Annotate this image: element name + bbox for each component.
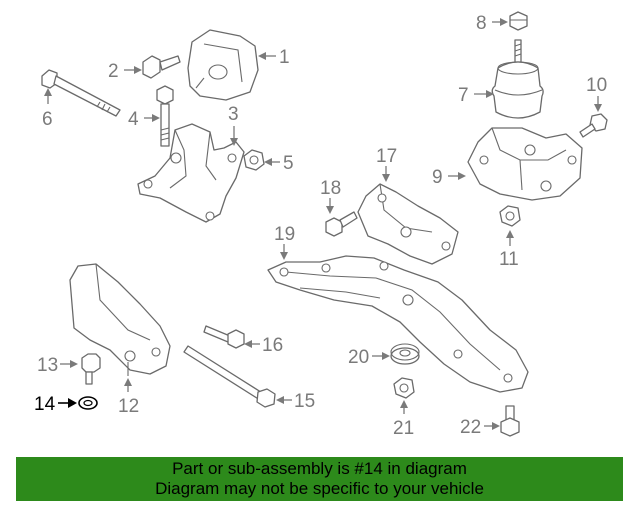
- part-21-nut[interactable]: [393, 377, 415, 399]
- part-2-bolt[interactable]: [142, 55, 181, 79]
- part-8-nut[interactable]: [509, 11, 528, 31]
- callout-14-label: 14: [34, 394, 56, 415]
- part-19-crossmember[interactable]: [267, 255, 529, 393]
- callout-18-label: 18: [320, 178, 341, 199]
- callout-11: 11: [499, 230, 519, 270]
- callout-8-label: 8: [476, 13, 487, 34]
- callout-14: 14: [34, 394, 77, 415]
- callout-13: 13: [37, 355, 78, 376]
- callout-10: 10: [586, 75, 607, 112]
- banner-line-2: Diagram may not be specific to your vehi…: [155, 479, 484, 498]
- part-17-bracket[interactable]: [357, 183, 459, 265]
- callout-21: 21: [393, 400, 414, 439]
- callout-16-label: 16: [262, 335, 283, 356]
- part-16-bolt[interactable]: [203, 325, 245, 349]
- callout-6-label: 6: [42, 109, 53, 130]
- callout-18: 18: [320, 178, 341, 214]
- part-15-long-bolt[interactable]: [183, 345, 276, 408]
- part-10-bolt[interactable]: [579, 113, 608, 138]
- callout-12: 12: [118, 378, 139, 417]
- callout-19: 19: [274, 224, 295, 260]
- callout-16: 16: [244, 335, 283, 356]
- part-3-bracket[interactable]: [137, 123, 245, 223]
- callout-1: 1: [258, 47, 290, 68]
- callout-1-label: 1: [279, 47, 290, 68]
- part-7-hydraulic-mount[interactable]: [491, 39, 544, 119]
- callout-11-label: 11: [499, 249, 519, 270]
- part-6-long-bolt[interactable]: [41, 69, 121, 117]
- part-12-lower-bracket[interactable]: [69, 263, 171, 376]
- callout-15-label: 15: [294, 391, 315, 412]
- part-14-washer[interactable]: [78, 396, 98, 410]
- part-13-stud-mount[interactable]: [81, 353, 101, 385]
- part-18-bolt[interactable]: [325, 211, 358, 237]
- part-11-nut[interactable]: [499, 205, 521, 227]
- part-20-bushing[interactable]: [390, 343, 420, 365]
- callout-22-label: 22: [460, 417, 481, 438]
- callout-4: 4: [128, 109, 160, 130]
- callout-9: 9: [432, 167, 466, 188]
- part-4-bolt[interactable]: [156, 85, 174, 147]
- callout-13-label: 13: [37, 355, 58, 376]
- callout-17: 17: [376, 146, 397, 182]
- callout-5: 5: [264, 153, 294, 174]
- callout-10-label: 10: [586, 75, 607, 96]
- callout-3: 3: [228, 104, 239, 146]
- callout-8: 8: [476, 13, 508, 34]
- callout-22: 22: [460, 417, 500, 438]
- callout-9-label: 9: [432, 167, 443, 188]
- callout-3-label: 3: [228, 104, 239, 125]
- callout-4-label: 4: [128, 109, 139, 130]
- part-9-mount-bracket[interactable]: [467, 127, 583, 201]
- callout-20: 20: [348, 347, 390, 368]
- callout-2-label: 2: [108, 61, 119, 82]
- callout-7-label: 7: [458, 85, 469, 106]
- info-banner: Part or sub-assembly is #14 in diagram D…: [16, 457, 623, 501]
- callout-5-label: 5: [283, 153, 294, 174]
- callout-21-label: 21: [393, 418, 414, 439]
- callout-19-label: 19: [274, 224, 295, 245]
- callout-12-label: 12: [118, 396, 139, 417]
- callout-20-label: 20: [348, 347, 369, 368]
- callout-17-label: 17: [376, 146, 397, 167]
- callout-15: 15: [276, 391, 315, 412]
- callout-6: 6: [42, 88, 53, 130]
- part-1-engine-mount[interactable]: [187, 29, 259, 101]
- part-5-nut[interactable]: [243, 149, 265, 171]
- part-22-bolt[interactable]: [500, 405, 520, 437]
- banner-line-1: Part or sub-assembly is #14 in diagram: [172, 459, 467, 478]
- callout-2: 2: [108, 61, 142, 82]
- callout-7: 7: [458, 85, 494, 106]
